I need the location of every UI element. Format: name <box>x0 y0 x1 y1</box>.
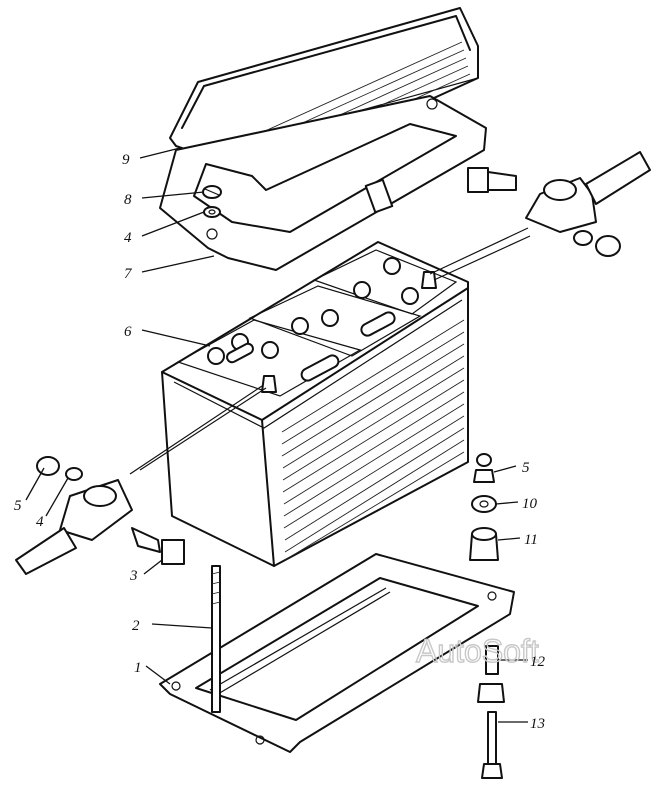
washer-10 <box>471 495 497 513</box>
label-spacer: 12 <box>530 654 546 670</box>
label-battery: 6 <box>124 324 132 340</box>
label-nut-right: 5 <box>522 460 530 476</box>
label-bolt: 13 <box>530 716 545 732</box>
tie-rod <box>211 565 221 713</box>
label-clamp-bolt: 3 <box>129 568 138 584</box>
battery-tray <box>159 553 515 753</box>
label-washer-left: 4 <box>36 514 44 530</box>
battery-body <box>161 241 469 567</box>
cover-gasket <box>159 95 487 271</box>
label-tray: 1 <box>134 660 142 676</box>
label-screw: 8 <box>124 192 132 208</box>
leader-lines <box>25 147 528 723</box>
label-washer-top: 4 <box>124 230 132 246</box>
label-washer-10: 10 <box>522 496 538 512</box>
nut <box>473 453 495 483</box>
screw <box>202 185 222 199</box>
bolt <box>477 683 505 779</box>
cell-covers <box>176 249 458 397</box>
right-terminal-clamp <box>467 151 651 257</box>
label-gasket: 7 <box>124 266 133 282</box>
label-nut-left: 5 <box>14 498 22 514</box>
label-tie-rod: 2 <box>132 618 140 634</box>
watermark-text: AutoSoft <box>416 633 539 669</box>
washer <box>203 206 221 218</box>
cable-leads <box>129 227 531 475</box>
rubber-bushing <box>469 527 499 561</box>
left-terminal-clamp <box>15 456 185 575</box>
label-cover: 9 <box>122 152 130 168</box>
label-bushing: 11 <box>524 532 538 548</box>
spacer-sleeve <box>485 645 499 675</box>
